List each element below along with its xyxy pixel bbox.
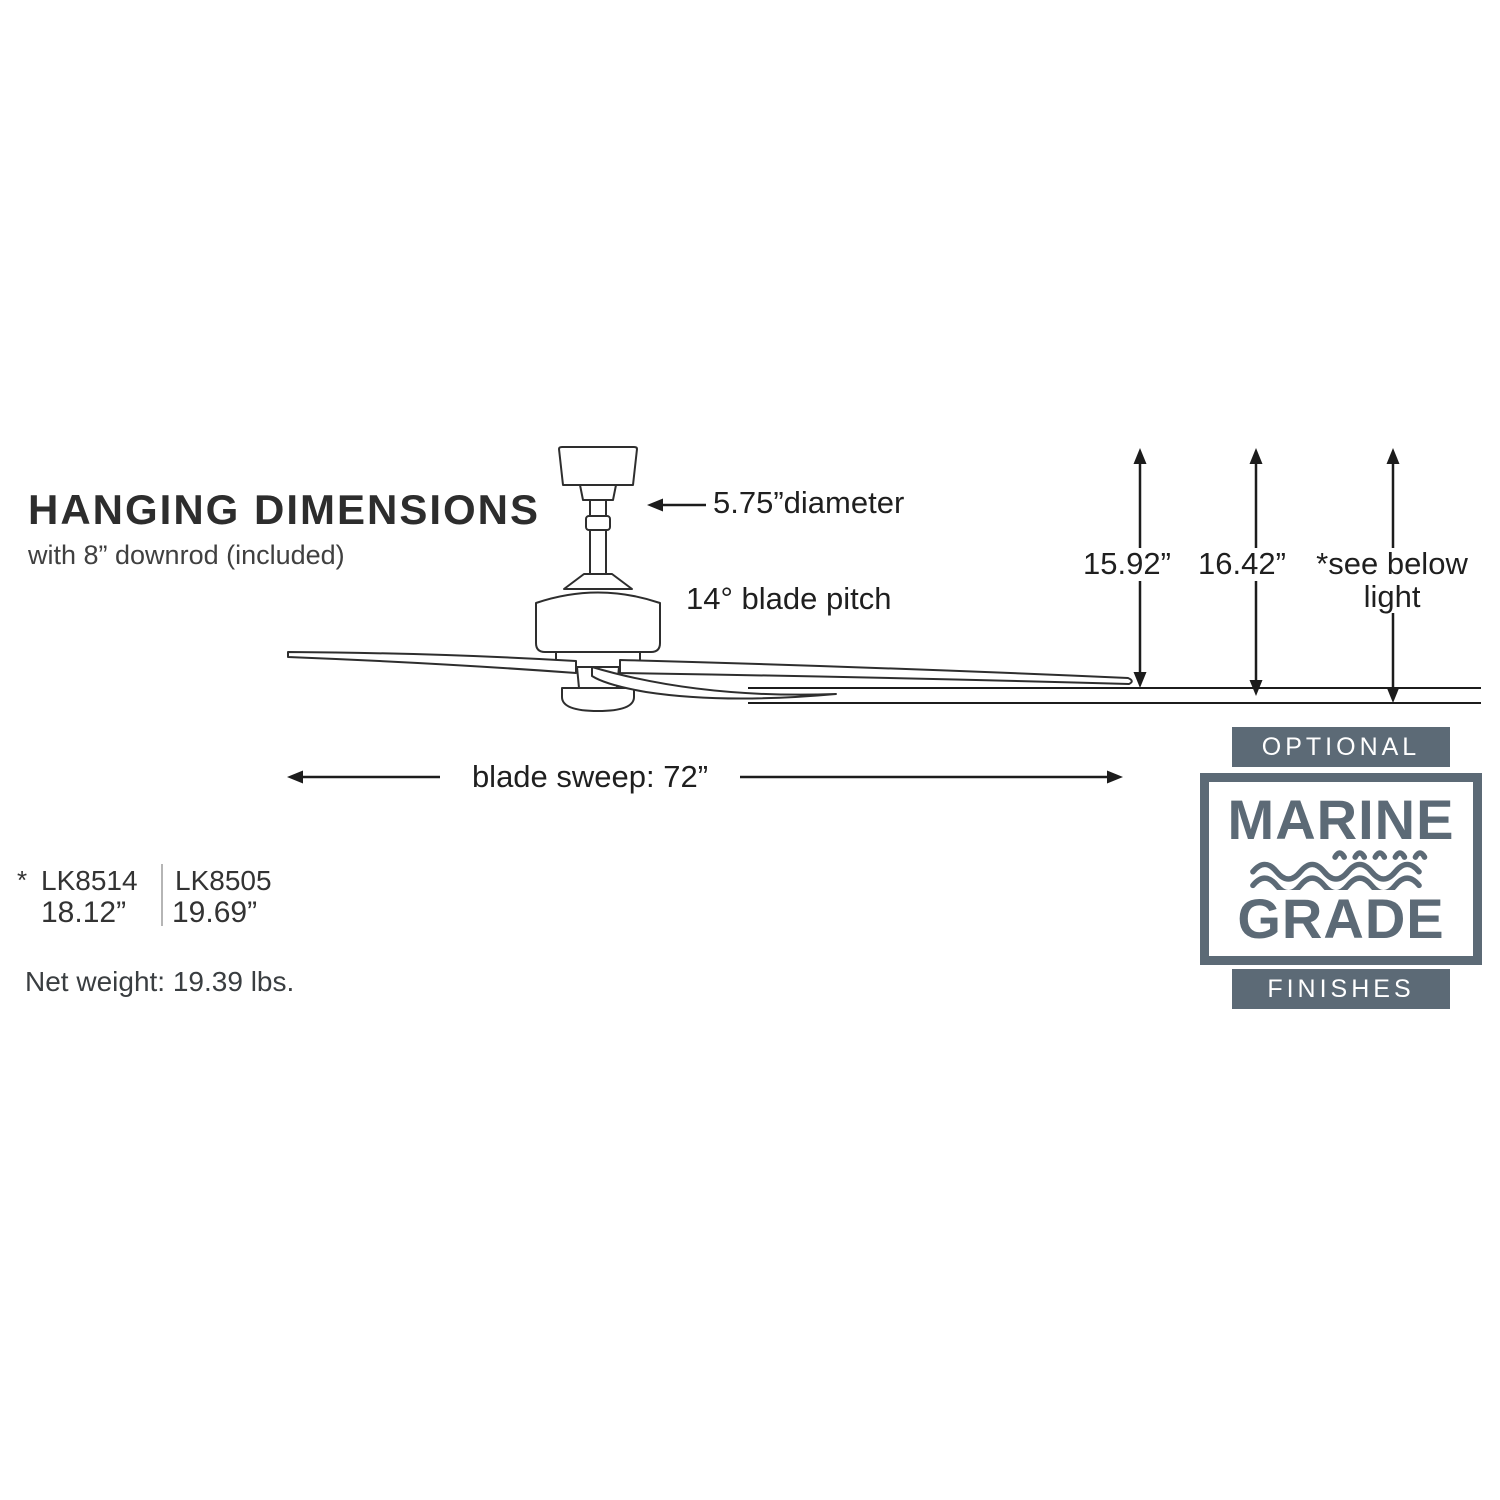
light-kit-model-right: LK8505 [175, 865, 272, 896]
light-kit-height-left: 18.12” [41, 896, 127, 929]
blade-pitch-label: 14° blade pitch [686, 581, 892, 616]
marine-grade-badge: OPTIONAL MARINE GRADE FINISHES [1200, 722, 1482, 1014]
net-weight-label: Net weight: 19.39 lbs. [25, 966, 295, 997]
badge-finishes-bar: FINISHES [1232, 969, 1450, 1009]
height-secondary-label: 16.42” [1192, 547, 1292, 581]
footnote-marker: * [17, 865, 28, 895]
marine-waves-icon [1250, 850, 1428, 890]
light-kit-height-right: 19.69” [172, 896, 258, 929]
height-with-light-line1: *see below [1316, 546, 1468, 581]
height-with-light-line2: light [1363, 578, 1421, 614]
badge-word-grade: GRADE [1237, 887, 1445, 950]
downrod-diameter-label: 5.75”diameter [713, 485, 905, 520]
fan-outline [287, 446, 1133, 712]
badge-word-marine: MARINE [1227, 787, 1455, 851]
height-with-light-label: *see below light [1303, 546, 1481, 614]
height-primary-label: 15.92” [1077, 547, 1177, 581]
page-title: HANGING DIMENSIONS [28, 486, 541, 533]
badge-main-box: MARINE GRADE [1200, 773, 1482, 965]
column-divider [161, 864, 163, 926]
page-subtitle: with 8” downrod (included) [28, 540, 345, 570]
light-kit-model-left: LK8514 [41, 865, 138, 896]
blade-sweep-label: blade sweep: 72” [440, 759, 740, 796]
badge-optional-bar: OPTIONAL [1232, 727, 1450, 767]
